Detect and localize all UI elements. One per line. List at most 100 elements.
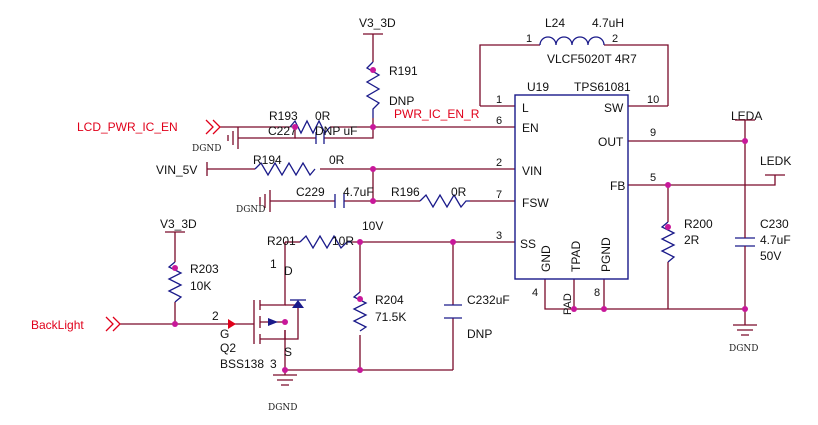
capacitor-c227: C227 DNP uF (268, 124, 357, 144)
pin-fsw-label: FSW (522, 196, 549, 210)
q2-part: BSS138 (220, 357, 264, 371)
r191-value: DNP (389, 94, 414, 108)
dgnd1-label: DGND (192, 144, 222, 154)
net-v3-top: V3_3D (359, 16, 396, 30)
r196-value: 0R (451, 185, 467, 199)
ic-ref: U19 (527, 80, 549, 94)
junction-dot (665, 224, 671, 230)
junction-dot (370, 198, 376, 204)
resistor-zigzag (352, 291, 368, 332)
c227-value: DNP uF (315, 124, 357, 138)
net-lcd-pwr: LCD_PWR_IC_EN (77, 120, 178, 134)
offpage-arrow-icon (205, 119, 221, 135)
r204-ref: R204 (375, 293, 404, 307)
pin-l-label: L (522, 101, 529, 115)
ic-part: TPS61081 (574, 80, 631, 94)
resistor-r191: R191 DNP (365, 61, 418, 118)
resistor-r200: R200 2R (660, 217, 713, 263)
resistor-r194: R194 0R (253, 153, 345, 177)
pin-en-label: EN (522, 121, 539, 135)
r200-ref: R200 (684, 217, 713, 231)
ground-dgnd-3: DGND (268, 374, 298, 413)
ic-u19: U19 TPS61081 L EN VIN FSW SS SW OUT FB G… (496, 80, 659, 315)
inductor-coil (539, 36, 605, 46)
r201-ref: R201 (267, 234, 296, 248)
capacitor-plates (735, 237, 755, 247)
junction-dot (742, 138, 748, 144)
r194-value: 0R (329, 153, 345, 167)
pin-vin-label: VIN (522, 164, 542, 178)
q2-pin-num-s: 3 (270, 357, 277, 371)
capacitor-plates (315, 132, 325, 144)
junction-dot (370, 124, 376, 130)
inductor-l24: L24 4.7uH VLCF5020T 4R7 1 2 (526, 16, 637, 66)
gate-arrow-icon (228, 319, 236, 329)
inductor-part: VLCF5020T 4R7 (547, 52, 637, 66)
pin-num-2: 2 (496, 157, 502, 169)
r203-ref: R203 (190, 262, 219, 276)
pin-gnd-label: GND (539, 245, 553, 272)
ground-dgnd-4: DGND (729, 324, 759, 354)
inductor-ref: L24 (545, 16, 565, 30)
c230-voltage: 50V (760, 249, 781, 263)
junction-dot (172, 265, 178, 271)
net-ledk: LEDK (760, 154, 791, 168)
capacitor-c232: C232uF DNP (444, 293, 510, 341)
r194-ref: R194 (253, 153, 282, 167)
ground-dgnd-1: DGND (192, 127, 253, 154)
pin-num-4: 4 (532, 287, 538, 299)
q2-pin-num-d: 1 (270, 257, 277, 271)
net-v3-left: V3_3D (160, 217, 197, 231)
junction-dot (357, 239, 363, 245)
ground-dgnd-2: DGND (236, 190, 271, 215)
c229-value: 4.7uF (343, 185, 374, 199)
pin-num-1: 1 (496, 94, 502, 106)
net-labels: V3_3D LCD_PWR_IC_EN PWR_IC_EN_R VIN_5V V… (31, 16, 791, 332)
mosfet-q2: 2 G 1 D S 3 Q2 BSS138 (212, 257, 306, 371)
capacitor-c230: C230 4.7uF 50V (735, 217, 791, 263)
resistor-zigzag (299, 234, 352, 250)
c232-value: DNP (467, 327, 492, 341)
r203-value: 10K (190, 279, 211, 293)
pin-num-10: 10 (647, 94, 659, 106)
r191-ref: R191 (389, 64, 418, 78)
r204-value: 71.5K (375, 310, 406, 324)
junction-dot (742, 306, 748, 312)
resistor-r204: R204 71.5K (352, 291, 406, 332)
resistor-zigzag (167, 261, 183, 303)
junction-dot (450, 239, 456, 245)
resistor-r193: R193 0R (269, 109, 331, 135)
c230-ref: C230 (760, 217, 789, 231)
ic-body (514, 94, 629, 280)
junctions (172, 67, 748, 373)
r201-value: 10R (332, 234, 354, 248)
junction-dot (370, 67, 376, 73)
dgnd3-label: DGND (268, 403, 298, 413)
resistor-r201: R201 10R 10V (267, 219, 383, 250)
ground-icon (259, 190, 271, 212)
voltage-10v: 10V (362, 219, 383, 233)
junction-dot (282, 367, 288, 373)
pin-num-7: 7 (496, 189, 502, 201)
net-pwr-ic-en: PWR_IC_EN_R (394, 107, 480, 121)
resistor-r196: R196 0R (391, 185, 470, 209)
pin-ss-label: SS (520, 237, 536, 251)
inductor-pin1: 1 (526, 33, 532, 45)
offpage-arrow-icon (105, 316, 121, 332)
pin-num-6: 6 (496, 115, 502, 127)
inductor-value: 4.7uH (592, 16, 624, 30)
resistor-zigzag (254, 161, 316, 177)
ground-icon (273, 374, 297, 386)
q2-pin-s: S (284, 345, 292, 359)
junction-dot (292, 124, 298, 130)
ground-icon (227, 127, 253, 149)
pin-num-8: 8 (594, 287, 600, 299)
net-leda: LEDA (731, 109, 762, 123)
junction-dot (370, 166, 376, 172)
net-backlight: BackLight (31, 318, 84, 332)
net-vin5: VIN_5V (156, 163, 197, 177)
c229-ref: C229 (296, 185, 325, 199)
pin-num-3: 3 (496, 230, 502, 242)
pin-sw-label: SW (604, 101, 624, 115)
